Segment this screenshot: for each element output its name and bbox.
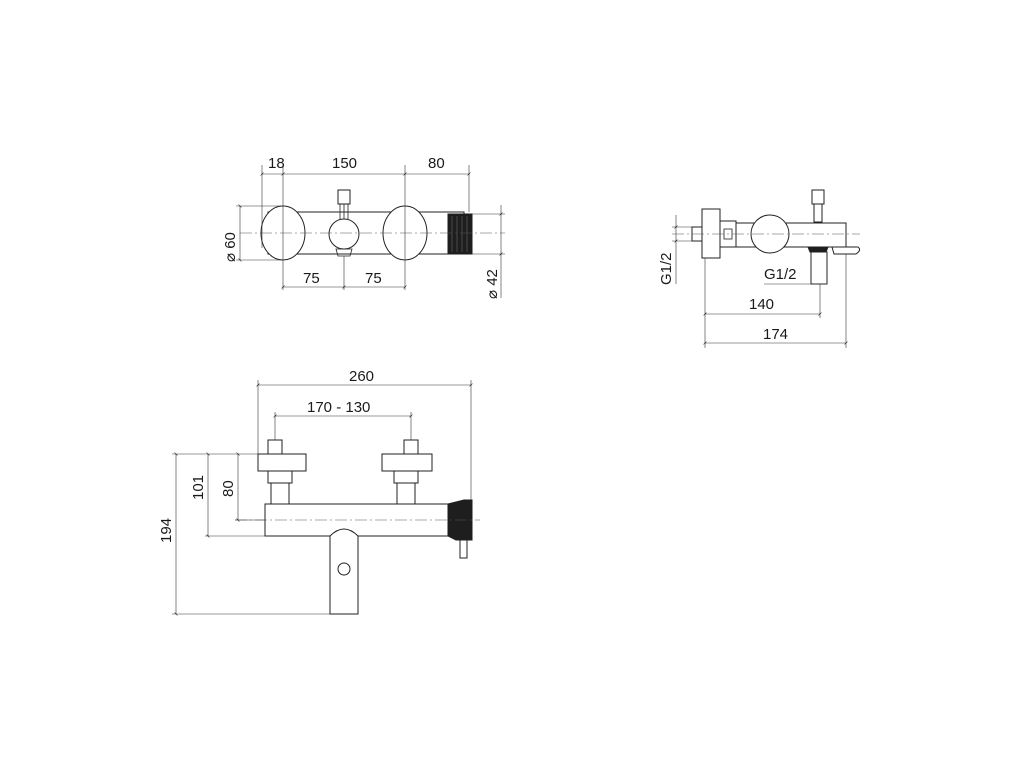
front-view: 260 170 - 130 80 101 194	[158, 368, 480, 616]
dim-diameter-42: ⌀ 42	[484, 269, 501, 299]
dim-diameter-60: ⌀ 60	[222, 232, 239, 262]
top-view: 18 150 80 75 75 ⌀ 60 ⌀ 42	[222, 155, 505, 299]
thermostat-pin	[459, 539, 468, 559]
dim-80-front: 80	[220, 480, 237, 497]
diverter-lever-top	[337, 189, 351, 205]
dim-150: 150	[332, 155, 357, 172]
dim-140: 140	[749, 296, 774, 313]
spout-side	[831, 246, 861, 255]
left-valve-stem	[267, 439, 283, 455]
dim-101: 101	[190, 475, 207, 500]
dim-thread-outlet: G1/2	[764, 266, 797, 283]
wall-flange-side	[701, 208, 721, 259]
shower-outlet-side	[807, 246, 829, 253]
outlet-thread-side	[810, 251, 828, 285]
dim-194: 194	[158, 518, 175, 543]
dim-thread-inlet: G1/2	[658, 252, 675, 285]
diverter-knob-top	[328, 218, 360, 250]
dim-80: 80	[428, 155, 445, 172]
left-valve-cap	[257, 453, 307, 472]
right-valve-pipe	[396, 482, 416, 505]
right-valve-nut	[393, 470, 419, 484]
dim-174: 174	[763, 326, 788, 343]
right-valve-cap	[381, 453, 433, 472]
right-valve-stem	[403, 439, 419, 455]
dim-260: 260	[349, 368, 374, 385]
spout-hole	[337, 562, 351, 576]
left-valve-nut	[267, 470, 293, 484]
dim-75-left: 75	[303, 270, 320, 287]
left-valve-pipe	[270, 482, 290, 505]
dim-18: 18	[268, 155, 285, 172]
spout-outlet-top	[335, 248, 353, 257]
dim-170-130: 170 - 130	[307, 399, 370, 416]
dim-75-right: 75	[365, 270, 382, 287]
thermostatic-handle-top	[447, 213, 473, 255]
diverter-lever-side	[811, 189, 825, 205]
side-view: G1/2 G1/2 140 174	[658, 189, 861, 348]
